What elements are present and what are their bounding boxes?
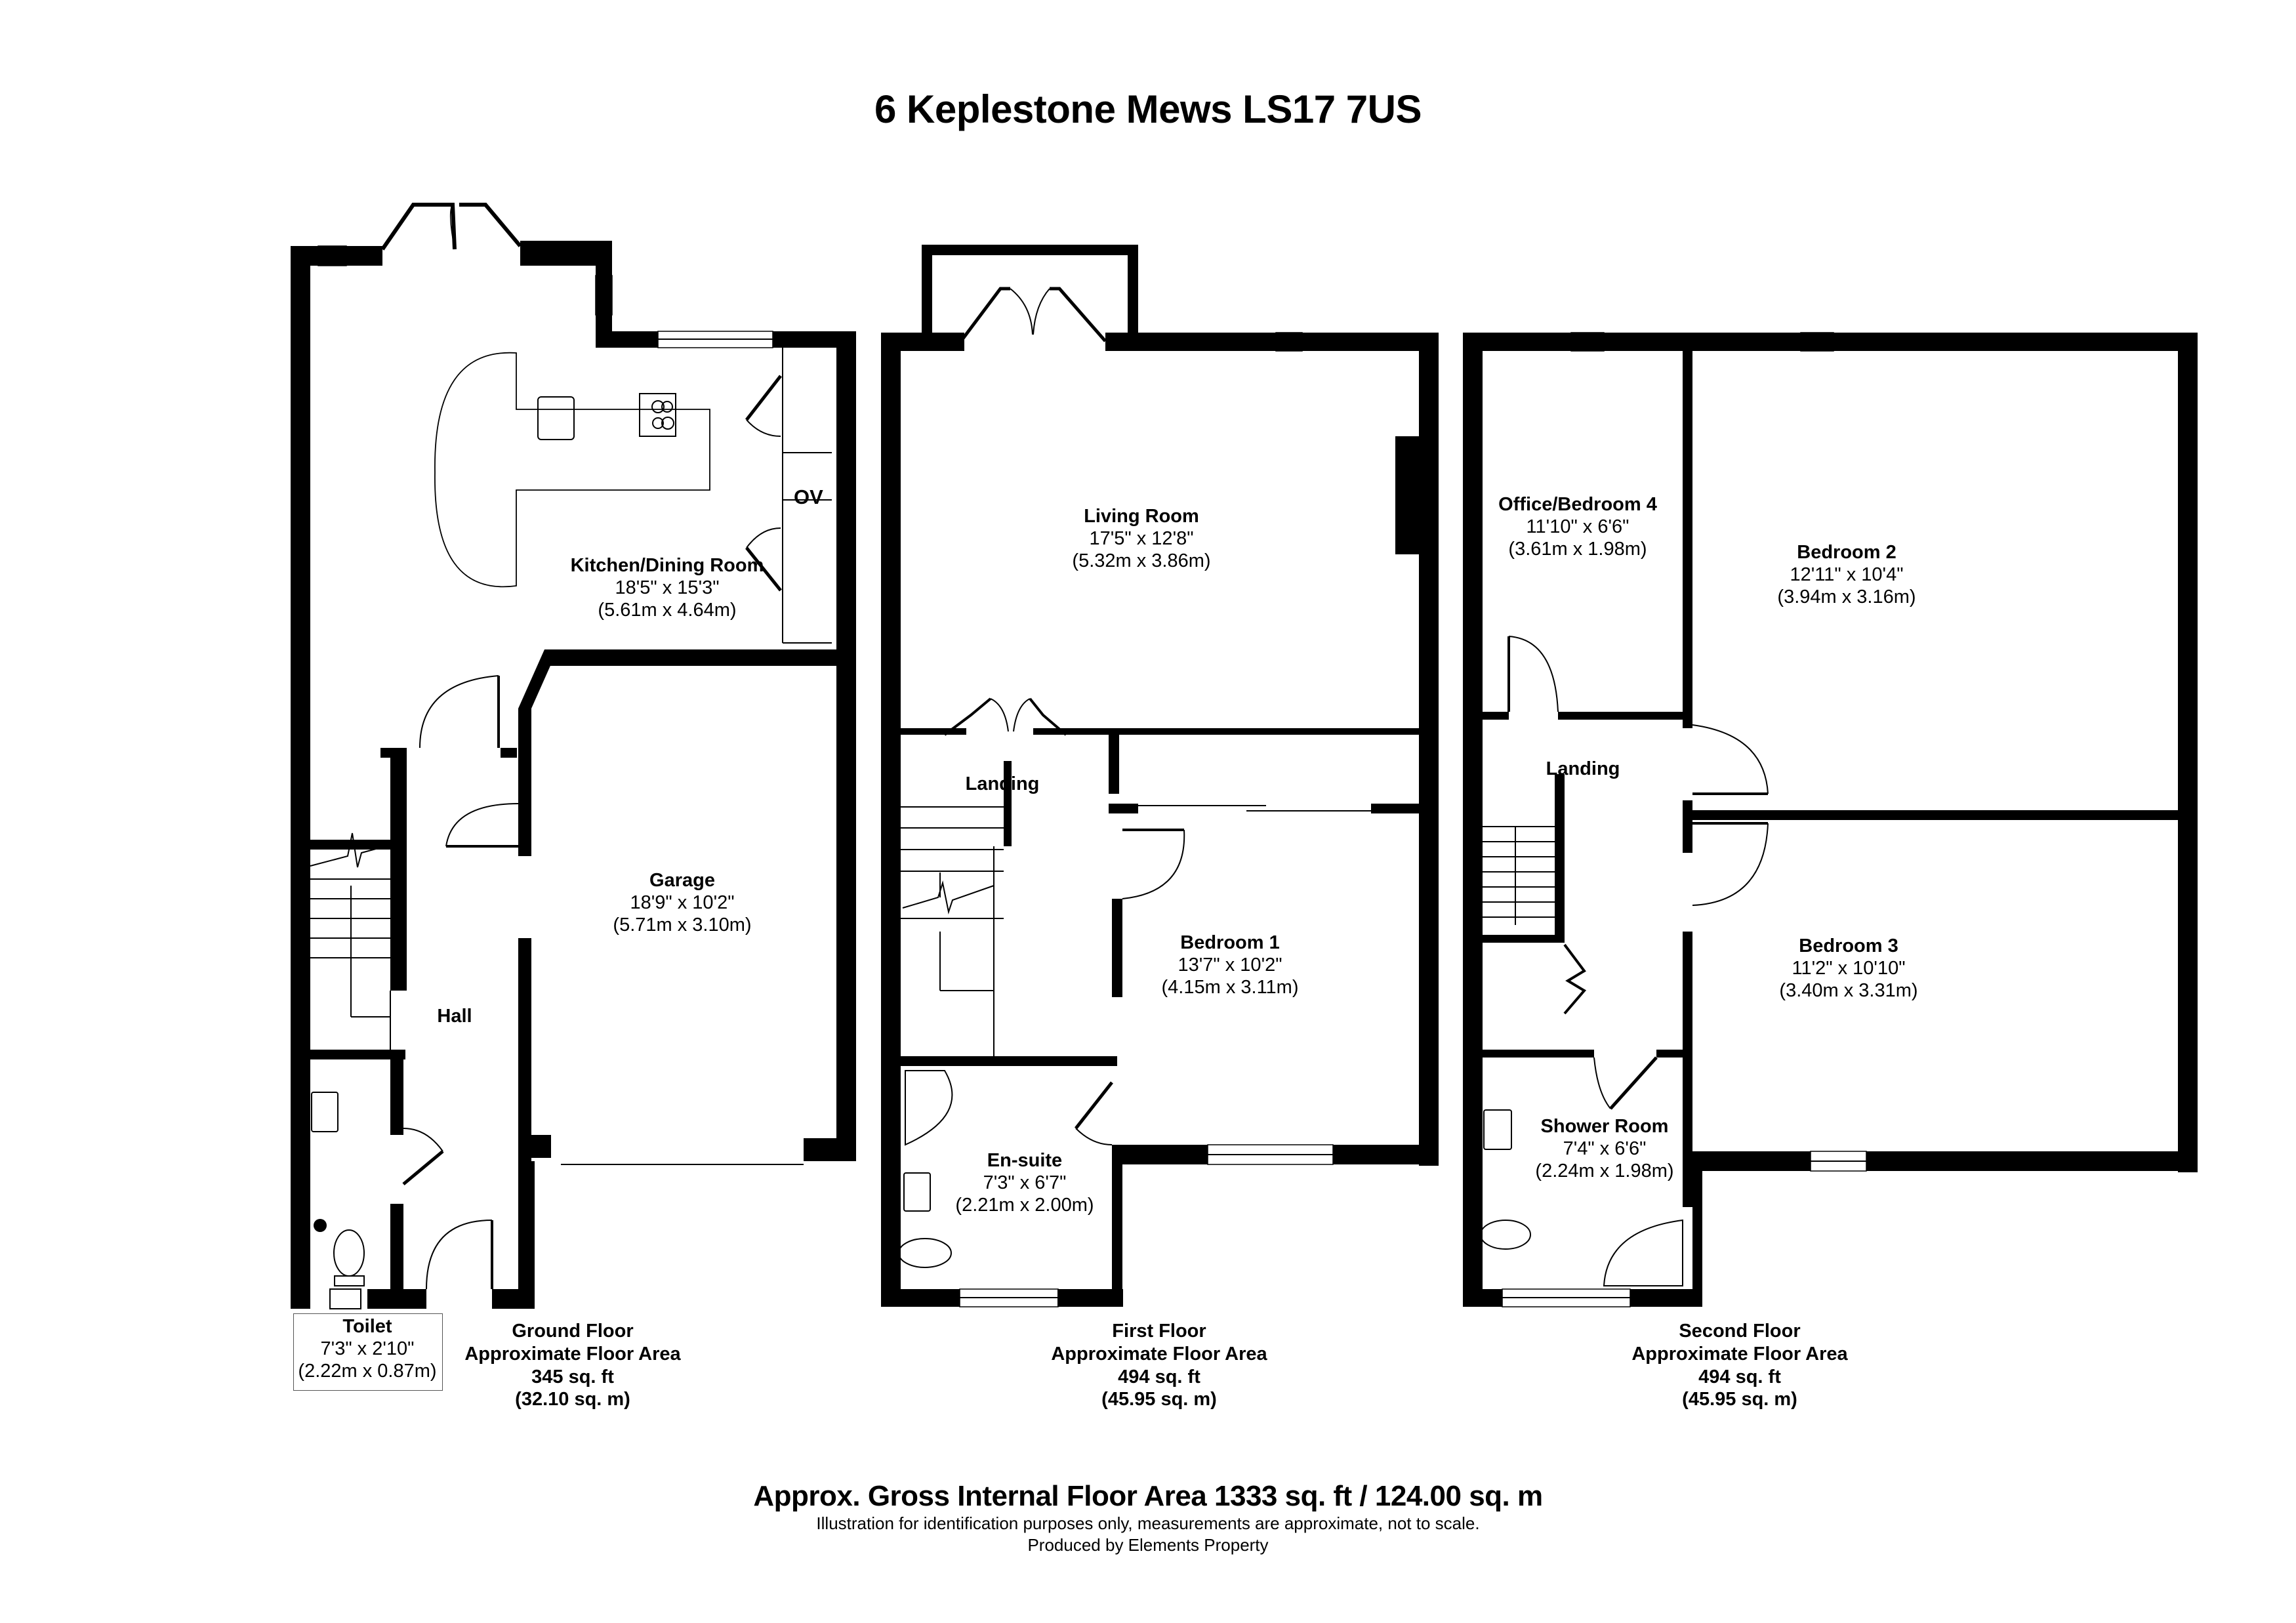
gross-internal-area: Approx. Gross Internal Floor Area 1333 s… [753,1480,1543,1512]
floor-area-sqft: 494 sq. ft [1118,1366,1200,1387]
oven-label: OV [794,485,823,508]
room-dimensions-imperial: 11'10" x 6'6" [1526,516,1630,538]
room-label-shower-room: Shower Room 7'4" x 6'6" (2.24m x 1.98m) [1535,1115,1673,1183]
floor-name: Ground Floor [512,1321,634,1342]
room-dimensions-imperial: 7'3" x 6'7" [983,1172,1067,1194]
floor-area-sqm: (32.10 sq. m) [515,1389,630,1410]
room-name: Shower Room [1540,1116,1669,1137]
room-name: En-suite [987,1150,1063,1171]
floor-area-sqft: 345 sq. ft [531,1366,614,1387]
room-dimensions-metric: (3.61m x 1.98m) [1508,539,1647,560]
plan-title: 6 Keplestone Mews LS17 7US [874,87,1422,131]
room-name: Bedroom 2 [1797,542,1896,563]
first-floor-walls [881,245,1439,1307]
floor-name: First Floor [1112,1321,1206,1342]
room-name: Landing [1546,758,1620,779]
room-dimensions-imperial: 7'3" x 2'10" [320,1338,415,1360]
room-label-garage: Garage 18'9" x 10'2" (5.71m x 3.10m) [613,869,751,937]
room-label-hall: Hall [437,1005,472,1027]
room-dimensions-metric: (2.22m x 0.87m) [298,1361,437,1382]
room-dimensions-imperial: 18'5" x 15'3" [615,577,720,599]
room-dimensions-metric: (2.21m x 2.00m) [955,1195,1094,1216]
floor-caption-subtitle: Approximate Floor Area [464,1343,681,1365]
first-floor-caption: First Floor Approximate Floor Area 494 s… [1051,1320,1267,1411]
room-name: Living Room [1084,506,1199,527]
second-floor-caption: Second Floor Approximate Floor Area 494 … [1631,1320,1847,1411]
room-dimensions-metric: (5.71m x 3.10m) [613,914,752,936]
room-label-en-suite: En-suite 7'3" x 6'7" (2.21m x 2.00m) [955,1149,1094,1217]
room-label-bedroom-1: Bedroom 1 13'7" x 10'2" (4.15m x 3.11m) [1162,932,1299,999]
second-floor-walls [1463,333,2198,1307]
ground-floor-caption: Ground Floor Approximate Floor Area 345 … [464,1320,680,1411]
room-name: Kitchen/Dining Room [570,555,764,576]
room-label-bedroom-3: Bedroom 3 11'2" x 10'10" (3.40m x 3.31m) [1779,935,1917,1002]
room-dimensions-metric: (3.40m x 3.31m) [1779,980,1918,1002]
room-dimensions-imperial: 12'11" x 10'4" [1790,564,1904,586]
room-dimensions-metric: (4.15m x 3.11m) [1161,977,1299,998]
room-name: Bedroom 3 [1799,935,1898,956]
footer: Approx. Gross Internal Floor Area 1333 s… [753,1480,1543,1555]
first-floor-details [898,287,1371,1307]
toilet-fixture-icon [314,1219,327,1232]
floor-area-sqm: (45.95 sq. m) [1682,1389,1797,1410]
room-name: Toilet [342,1316,392,1337]
room-name: Office/Bedroom 4 [1498,494,1657,515]
producer-credit: Produced by Elements Property [1027,1534,1269,1555]
room-dimensions-imperial: 13'7" x 10'2" [1178,955,1282,976]
room-name: Hall [437,1006,472,1027]
floor-name: Second Floor [1679,1321,1801,1342]
room-label-toilet: Toilet 7'3" x 2'10" (2.22m x 0.87m) [298,1315,436,1383]
ground-floor-walls [291,241,856,1309]
floor-area-sqft: 494 sq. ft [1698,1366,1781,1387]
room-dimensions-metric: (5.61m x 4.64m) [598,600,737,621]
room-dimensions-imperial: 7'4" x 6'6" [1563,1138,1647,1160]
room-label-bedroom-2: Bedroom 2 12'11" x 10'4" (3.94m x 3.16m) [1777,541,1916,609]
room-dimensions-metric: (3.94m x 3.16m) [1777,586,1916,608]
room-dimensions-imperial: 18'9" x 10'2" [630,892,735,914]
room-dimensions-metric: (5.32m x 3.86m) [1072,550,1211,572]
room-label-living-room: Living Room 17'5" x 12'8" (5.32m x 3.86m… [1072,505,1210,573]
floor-caption-subtitle: Approximate Floor Area [1051,1343,1267,1365]
room-name: Bedroom 1 [1180,932,1280,953]
second-floor-details [1480,332,1867,1307]
room-label-second-landing: Landing [1546,758,1620,780]
toilet-label-box [293,1313,443,1391]
floor-area-sqm: (45.95 sq. m) [1101,1389,1217,1410]
ground-floor-details [308,203,848,1309]
room-dimensions-metric: (2.24m x 1.98m) [1535,1161,1674,1182]
room-label-first-landing: Landing [966,773,1040,795]
room-dimensions-imperial: 11'2" x 10'10" [1792,958,1906,979]
room-name: Landing [965,773,1040,794]
room-label-kitchen-dining: Kitchen/Dining Room 18'5" x 15'3" (5.61m… [571,554,764,622]
room-dimensions-imperial: 17'5" x 12'8" [1089,528,1194,550]
room-name: Garage [649,870,715,891]
disclaimer: Illustration for identification purposes… [816,1513,1480,1533]
floor-caption-subtitle: Approximate Floor Area [1631,1343,1848,1365]
room-label-office-bedroom-4: Office/Bedroom 4 11'10" x 6'6" (3.61m x … [1498,493,1657,561]
